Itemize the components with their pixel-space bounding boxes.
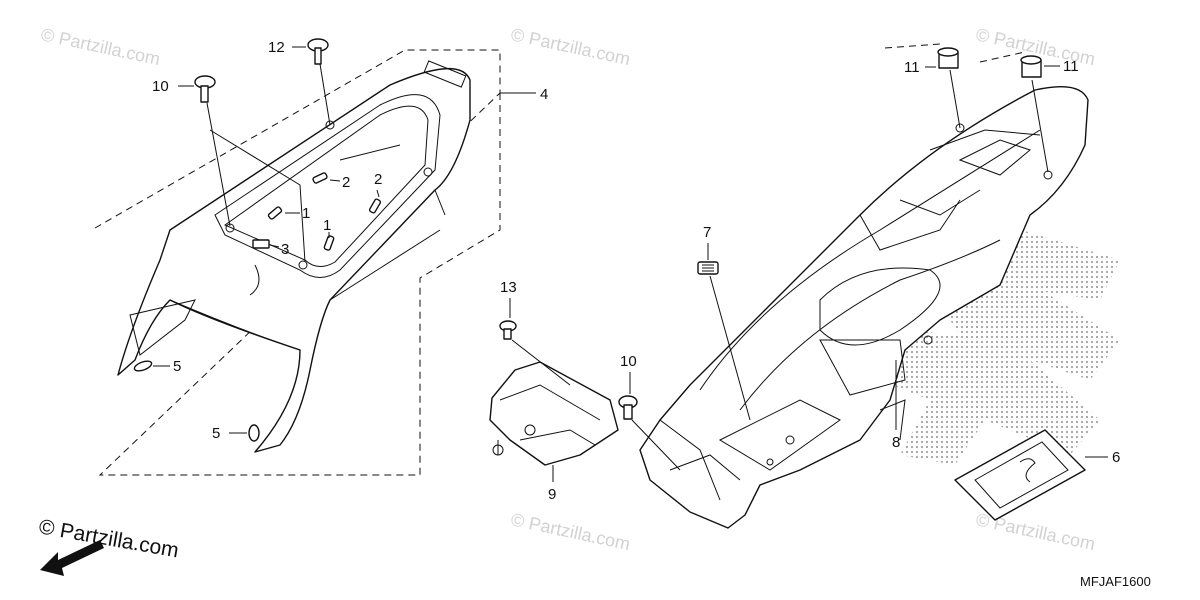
callout-4: 4 [540, 86, 548, 103]
seat-small-parts [133, 172, 382, 442]
bolt-10-left [194, 75, 216, 103]
callout-1-left: 1 [302, 205, 310, 222]
bolt-10-guide-a [206, 102, 231, 227]
callout-8: 8 [892, 434, 900, 451]
watermark-1: © Partzilla.com [39, 24, 162, 69]
nut-11-right [1020, 55, 1042, 78]
nut-11-left [937, 47, 959, 69]
label-sheet-6 [954, 429, 1086, 521]
callout-line-2b [376, 189, 380, 198]
seat-cowl-assembly-outline [94, 49, 501, 476]
clip-7-guide [709, 275, 751, 421]
callout-line-3 [269, 244, 280, 248]
callout-2-lower: 2 [374, 171, 382, 188]
watermark-4: © Partzilla.com [509, 509, 632, 554]
bracket-9 [489, 361, 619, 466]
nut-11-right-guide [1031, 79, 1049, 173]
front-direction-arrow-icon [40, 540, 104, 576]
callout-13: 13 [500, 279, 517, 296]
nut-11-left-guide [949, 69, 961, 129]
screw-13-guide [511, 339, 571, 386]
watermark-2: © Partzilla.com [509, 24, 632, 69]
callout-6: 6 [1112, 449, 1120, 466]
bolt-12-guide [319, 63, 331, 126]
callout-11-left: 11 [904, 59, 920, 76]
callout-5-lower: 5 [212, 425, 220, 442]
seat-cowl [117, 60, 471, 453]
diagram-code: MFJAF1600 [1080, 574, 1151, 589]
callout-7: 7 [703, 224, 711, 241]
clip-7 [697, 261, 719, 275]
nut-11-left-dash [884, 43, 941, 49]
callout-9: 9 [548, 486, 556, 503]
callout-11-right: 11 [1063, 58, 1079, 75]
callout-3: 3 [281, 241, 289, 258]
nut-11-right-dash [979, 51, 1026, 63]
callout-10-mid: 10 [620, 353, 637, 370]
rear-fender [639, 86, 1089, 529]
callout-2-upper: 2 [342, 174, 350, 191]
bolt-10-mid [618, 395, 638, 420]
callout-line-2a [329, 179, 341, 182]
bolt-12 [307, 38, 329, 65]
callout-10-left: 10 [152, 78, 169, 95]
callout-5-upper: 5 [173, 358, 181, 375]
bolt-10-mid-guide [631, 419, 681, 471]
bolt-10-guide-b [209, 129, 306, 263]
screw-13 [499, 320, 517, 340]
callout-12: 12 [268, 39, 285, 56]
callout-1-mid: 1 [323, 217, 331, 234]
brand-mark: © Partzilla.com [37, 515, 180, 562]
